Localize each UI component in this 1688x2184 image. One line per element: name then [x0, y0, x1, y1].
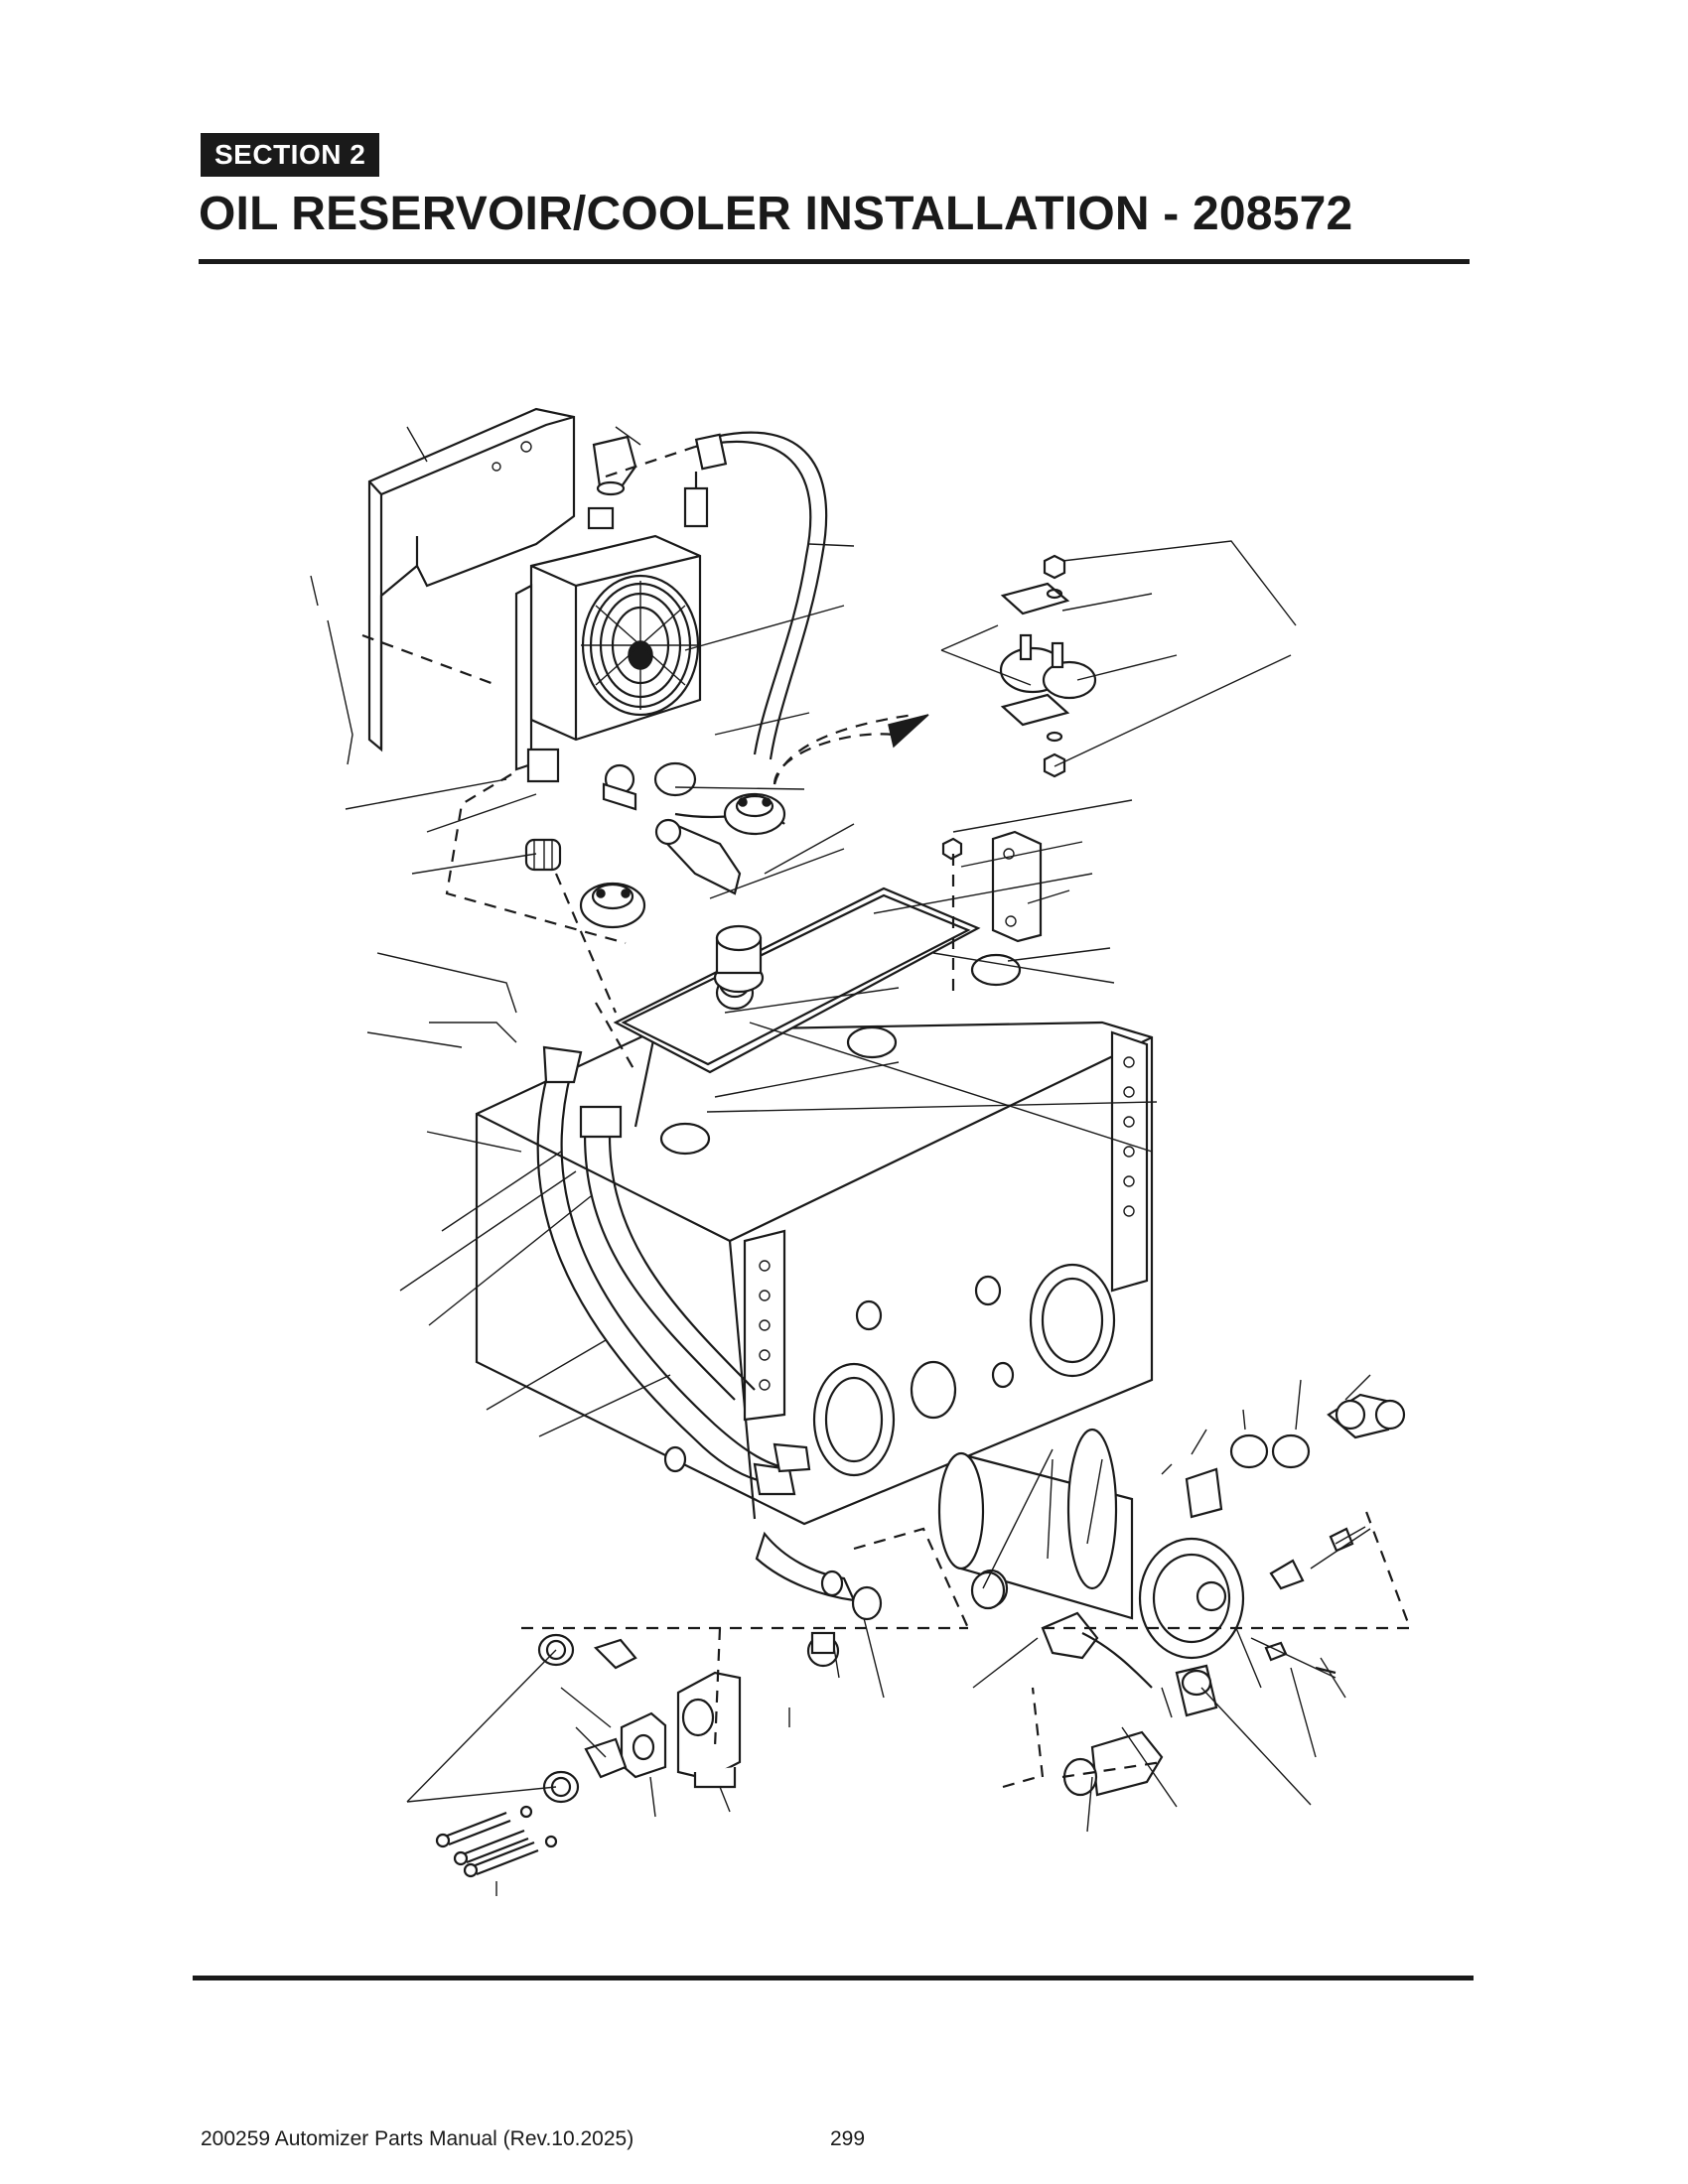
isolator-mount-center — [723, 792, 786, 836]
suction-strainer — [937, 1428, 1245, 1660]
upper-hose — [694, 431, 828, 760]
magnetic-plug — [1264, 1641, 1336, 1675]
filler-cap — [713, 924, 765, 994]
page-number: 299 — [830, 2127, 866, 2150]
split-flange-lower — [542, 1737, 628, 1804]
split-flange-upper — [537, 1633, 637, 1670]
detail-arrow — [773, 714, 929, 785]
adapter-fitting — [806, 1631, 840, 1668]
footer-manual-title: 200259 Automizer Parts Manual (Rev.10.20… — [201, 2127, 634, 2150]
cooler-outlet-fittings — [602, 761, 785, 895]
flange-bolts — [435, 1805, 558, 1878]
temp-switch — [1269, 1527, 1354, 1590]
return-fittings — [1185, 1393, 1406, 1519]
exploded-parts-diagram — [310, 407, 1412, 1896]
header-rule — [199, 259, 1470, 264]
sensor-bracket — [1041, 1611, 1153, 1689]
page-title: OIL RESERVOIR/COOLER INSTALLATION - 2085… — [199, 188, 1353, 240]
section-badge: SECTION 2 — [201, 133, 380, 177]
pump-flange — [620, 1711, 667, 1779]
footer-rule — [193, 1976, 1474, 1980]
mount-strap — [941, 830, 1043, 943]
pressure-switch — [1062, 1730, 1164, 1797]
tank-outlet-elbow — [755, 1531, 883, 1621]
assembly-dashes — [361, 445, 1412, 1789]
suction-hoses — [536, 1045, 811, 1496]
drain-cap — [970, 1570, 1006, 1610]
shroud-bracket — [367, 407, 576, 752]
oil-cooler-fan — [514, 472, 709, 783]
hydraulic-pump — [676, 1671, 742, 1789]
check-valve — [1175, 1664, 1218, 1717]
isolator-mount-detail — [999, 554, 1097, 778]
top-elbow-fitting — [592, 435, 637, 496]
isolator-mount-left — [579, 882, 646, 929]
hydraulic-tank — [475, 1021, 1154, 1526]
leader-lines — [310, 426, 1371, 1896]
